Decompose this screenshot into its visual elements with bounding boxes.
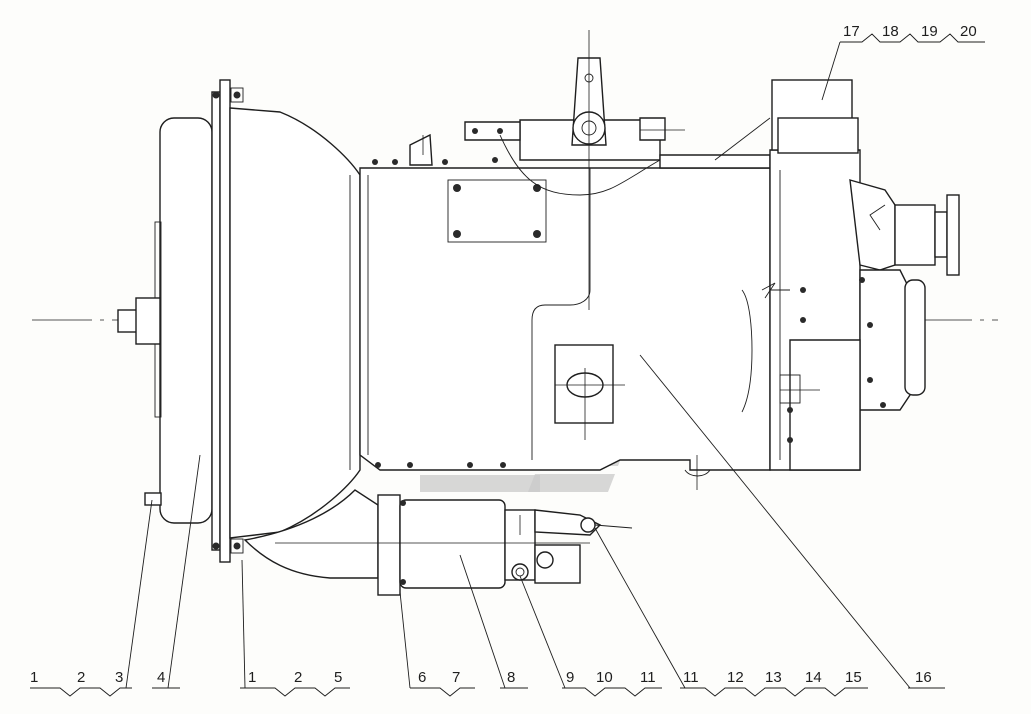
callout-number: 11 [640, 669, 656, 686]
callout-number: 8 [507, 669, 515, 686]
callout-number: 1 [30, 669, 38, 686]
callout-number: 10 [596, 669, 613, 686]
callout-number: 15 [845, 669, 862, 686]
lower-bell-extension [243, 489, 379, 579]
callout-number: 3 [115, 669, 123, 686]
callout-number: 16 [915, 669, 932, 686]
callout-number: 2 [77, 669, 85, 686]
callout-number: 1 [248, 669, 256, 686]
rear-housing [761, 79, 960, 471]
bell-housing [229, 107, 361, 539]
callout-number: 12 [727, 669, 744, 686]
callout-number: 4 [157, 669, 165, 686]
callout-number: 17 [843, 23, 860, 40]
top-callouts: 17 18 19 20 [714, 23, 985, 161]
callout-number: 13 [765, 669, 782, 686]
callout-number: 7 [452, 669, 460, 686]
callout-number: 9 [566, 669, 574, 686]
gearbox-case [359, 157, 771, 490]
flywheel-housing [117, 117, 213, 524]
callout-number: 11 [683, 669, 699, 686]
bottom-callouts: 1 2 3 4 1 2 5 6 7 8 9 10 11 11 12 13 14 … [30, 354, 945, 697]
callout-number: 6 [418, 669, 426, 686]
callout-number: 5 [334, 669, 342, 686]
callout-number: 14 [805, 669, 822, 686]
shift-tower [409, 30, 771, 310]
callout-number: 20 [960, 23, 977, 40]
callout-number: 19 [921, 23, 938, 40]
callout-number: 18 [882, 23, 899, 40]
callout-number: 2 [294, 669, 302, 686]
clutch-actuator [275, 494, 633, 596]
